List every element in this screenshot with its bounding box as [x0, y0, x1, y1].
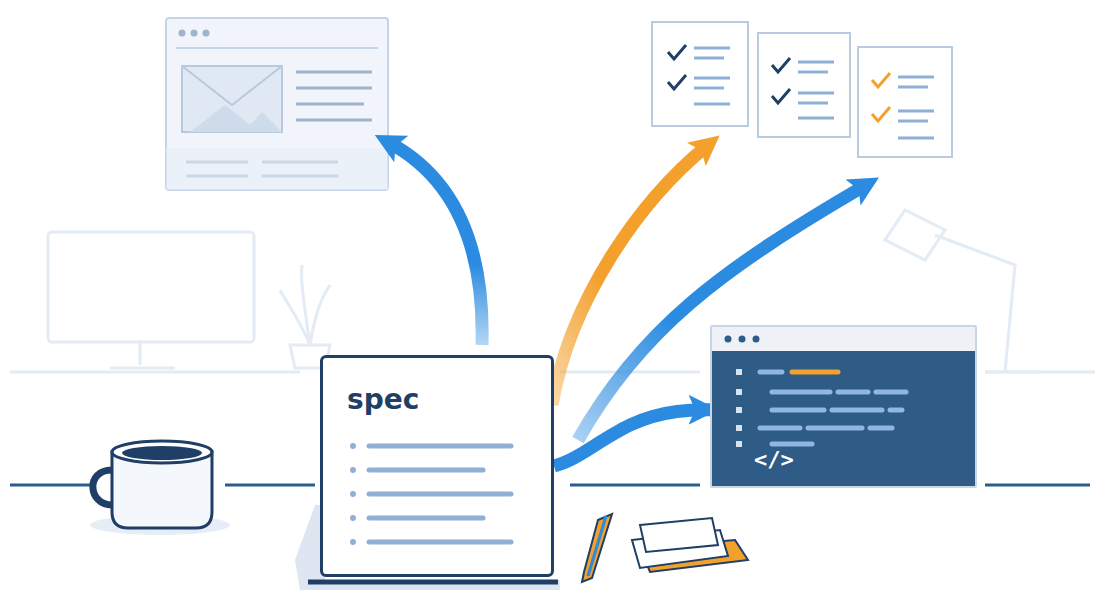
code-line — [772, 442, 812, 447]
checklist — [652, 22, 952, 157]
code-line — [760, 370, 782, 375]
text-line — [369, 540, 511, 545]
document-title: spec — [347, 384, 539, 416]
bullet-dot — [350, 491, 356, 497]
line-marker — [736, 425, 742, 431]
window-dot — [725, 336, 732, 343]
background-desk — [10, 210, 1095, 372]
text-line — [369, 468, 483, 473]
code-line — [792, 370, 838, 375]
window-dot — [739, 336, 746, 343]
text-line — [369, 492, 511, 497]
spec-tablet: spec — [320, 355, 554, 577]
pencil-and-notes — [582, 514, 748, 582]
bullet-dot — [350, 467, 356, 473]
line-marker — [736, 369, 742, 375]
line-marker — [736, 407, 742, 413]
bullet-dot — [350, 443, 356, 449]
code-line — [760, 426, 800, 431]
code-line — [832, 408, 882, 413]
code-window: </> — [710, 325, 977, 488]
text-line — [369, 516, 483, 521]
bullet-dot — [350, 515, 356, 521]
bullet-dot — [350, 539, 356, 545]
code-window-decoration — [712, 327, 975, 490]
code-line — [876, 390, 906, 395]
code-line — [838, 390, 868, 395]
code-line — [890, 408, 902, 413]
code-line — [772, 408, 824, 413]
text-line — [369, 444, 511, 449]
coffee-mug — [90, 441, 230, 535]
line-marker — [736, 441, 742, 447]
line-marker — [736, 389, 742, 395]
code-line — [808, 426, 862, 431]
webpage-wireframe — [166, 18, 388, 190]
code-line — [870, 426, 892, 431]
code-symbol: </> — [754, 447, 963, 472]
window-dot — [753, 336, 760, 343]
flow-arrow — [554, 410, 710, 466]
title-bar — [712, 327, 975, 351]
code-line — [772, 390, 830, 395]
